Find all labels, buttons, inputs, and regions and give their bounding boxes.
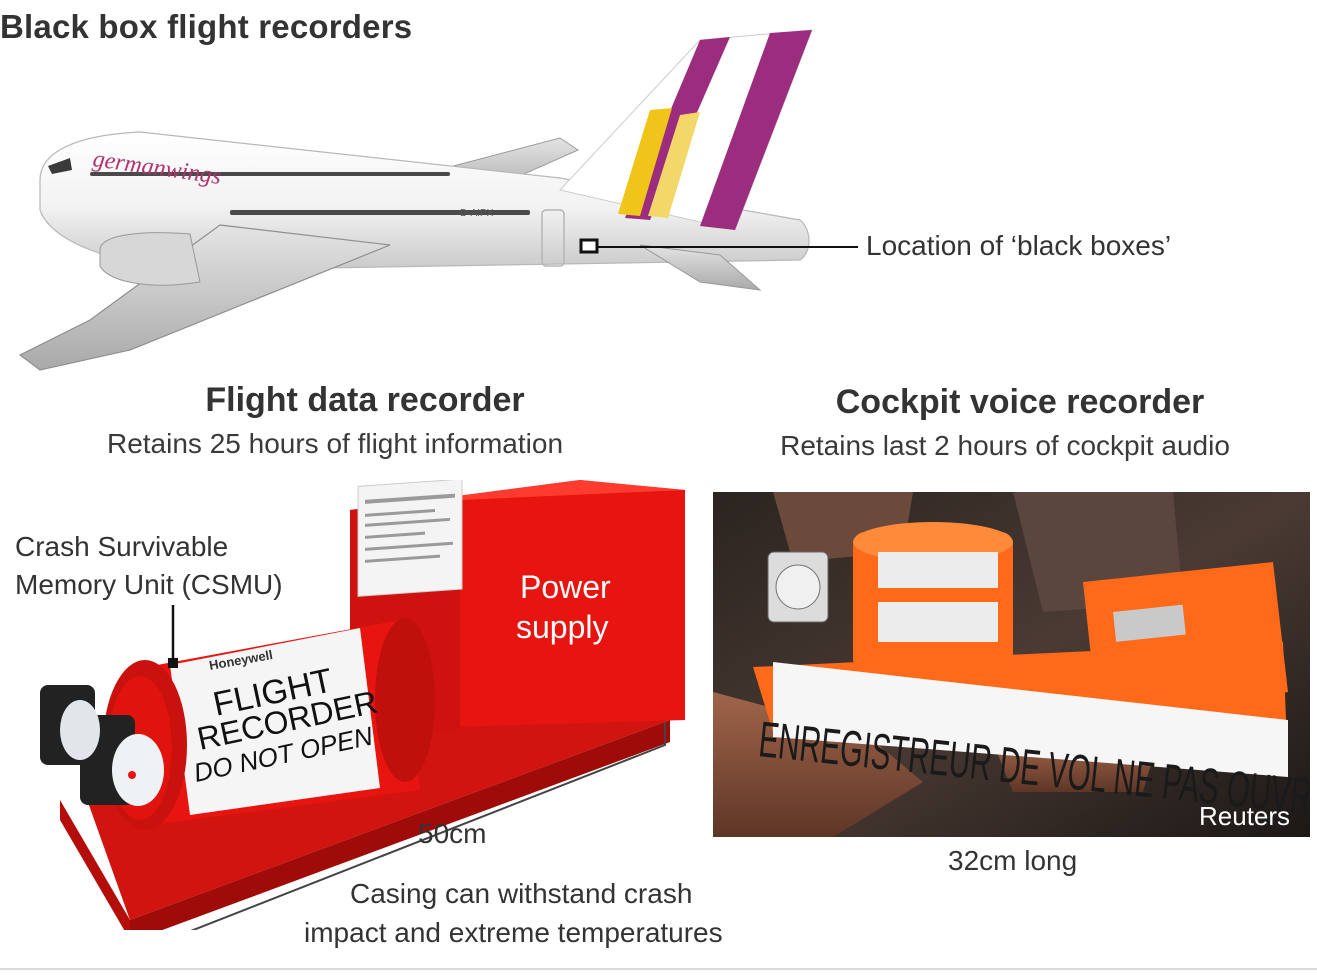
- livery-stripe: [618, 108, 672, 216]
- csmu-label-line1: Crash Survivable: [15, 531, 229, 562]
- fdr-subtitle: Retains 25 hours of flight information: [106, 428, 564, 459]
- fdr-title: Flight data recorder: [205, 381, 525, 419]
- length-dimension-line: [154, 722, 666, 930]
- csmu-label-line2: Memory Unit (CSMU): [15, 569, 283, 600]
- power-supply-label-line1: Power: [520, 569, 611, 605]
- cvr-subtitle: Retains last 2 hours of cockpit audio: [780, 430, 1230, 461]
- black-box-location-marker: [579, 238, 599, 254]
- cockpit-voice-recorder-photo: ENREGISTREUR DE VOL NE PAS OUVRIR Reuter…: [713, 492, 1310, 837]
- hand: [713, 692, 923, 837]
- cvr-length-label: 32cm long: [948, 845, 1078, 876]
- cylinder-label-wrap: [170, 628, 380, 815]
- power-supply-label-line2: supply: [516, 609, 609, 645]
- cvr-title: Cockpit voice recorder: [835, 383, 1205, 421]
- photo-credit: Reuters: [1199, 801, 1290, 831]
- cabin-windows: [90, 172, 530, 215]
- flight-data-recorder-illustration: Honeywell FLIGHT RECORDER DO NOT OPEN Po…: [40, 480, 685, 930]
- cvr-warning-strip: [773, 662, 1288, 777]
- aircraft-registration: D-AIPX: [460, 208, 494, 219]
- fdr-length-label: 50cm: [418, 818, 487, 849]
- casing-note-line2: impact and extreme temperatures: [304, 917, 723, 948]
- aircraft-illustration: germanwings D-AIPX: [18, 29, 858, 371]
- bottom-divider: [0, 968, 1317, 970]
- csmu-marker: [168, 658, 178, 668]
- livery-stripe: [700, 30, 812, 230]
- spec-label-plate: [357, 480, 463, 597]
- casing-note-line1: Casing can withstand crash: [350, 878, 693, 909]
- page-title: Black box flight recorders: [0, 8, 413, 45]
- black-box-location-label: Location of ‘black boxes’: [866, 230, 1172, 261]
- livery-stripe: [648, 112, 700, 218]
